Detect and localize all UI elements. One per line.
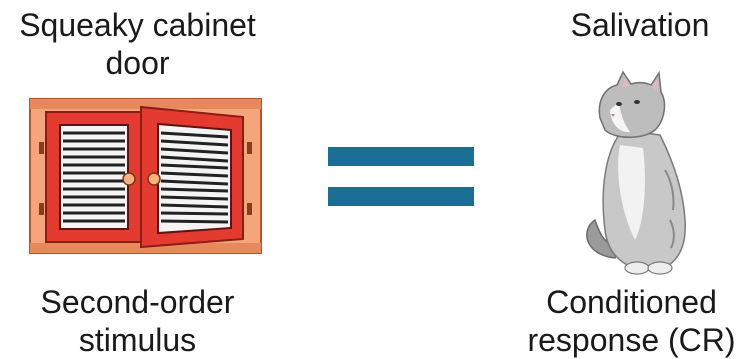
stimulus-title-line-2: door (105, 45, 170, 81)
response-caption-line-2: response (CR) (527, 322, 736, 358)
equals-bar-top (328, 147, 474, 166)
stimulus-title-line-1: Squeaky cabinet (19, 7, 256, 43)
stimulus-caption-line-1: Second-order (40, 284, 235, 320)
cat-icon (586, 70, 686, 275)
stimulus-title: Squeaky cabinet door (0, 6, 275, 82)
stimulus-caption: Second-order stimulus (0, 283, 275, 359)
response-title: Salivation (540, 6, 740, 44)
equals-icon (328, 147, 474, 207)
response-caption: Conditioned response (CR) (510, 283, 753, 359)
response-caption-line-1: Conditioned (546, 284, 717, 320)
equals-bar-bottom (328, 187, 474, 206)
stimulus-caption-line-2: stimulus (78, 322, 197, 358)
response-title-line-1: Salivation (570, 7, 710, 43)
cabinet-icon (29, 98, 262, 254)
